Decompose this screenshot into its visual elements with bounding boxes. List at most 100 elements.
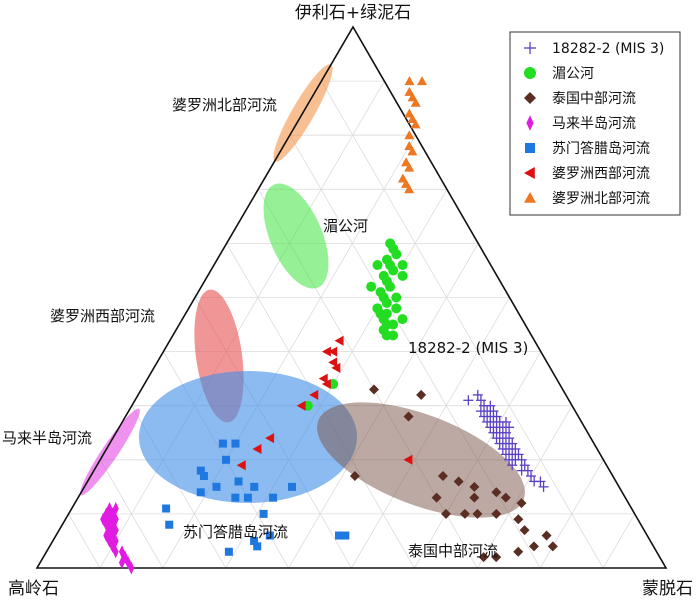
point-thai-16: [513, 514, 524, 525]
point-mis-42: [482, 416, 493, 427]
point-thai-15: [491, 508, 502, 519]
point-sumatra-20: [162, 504, 171, 513]
point-wborneo-11: [236, 460, 246, 471]
point-mis-0: [463, 395, 474, 406]
point-mis-1: [475, 395, 486, 406]
point-wborneo-12: [403, 454, 413, 465]
point-mekong-5: [388, 265, 399, 276]
annotation-mekong: 湄公河: [323, 217, 368, 235]
point-thai-1: [416, 389, 427, 400]
point-mekong-21: [372, 260, 383, 271]
series-thai: [349, 384, 558, 563]
point-thai-18: [541, 530, 552, 541]
series-sumatra: [162, 439, 350, 556]
legend-label-wborneo: 婆罗洲西部河流: [552, 166, 650, 182]
point-mis-34: [507, 460, 518, 471]
annotation-thai: 泰国中部河流: [408, 542, 498, 560]
point-wborneo-1: [321, 346, 331, 357]
point-mekong-11: [381, 297, 392, 308]
point-mis-21: [504, 433, 515, 444]
point-thai-8: [469, 492, 480, 503]
point-wborneo-6: [321, 379, 331, 390]
legend-marker-mekong: [524, 67, 536, 79]
annotation-malay: 马来半岛河流: [2, 429, 92, 447]
point-sumatra-12: [231, 493, 240, 502]
grid-line-right-9: [602, 513, 636, 569]
point-sumatra-4: [196, 466, 205, 475]
vertex-label-left: 高岭石: [8, 579, 59, 599]
point-mis-4: [485, 400, 496, 411]
point-wborneo-2: [328, 346, 338, 357]
point-thai-12: [441, 508, 451, 519]
point-thai-0: [369, 384, 380, 395]
series-wborneo: [236, 335, 413, 471]
legend-markers: [524, 42, 536, 203]
point-nborneo-1: [417, 76, 428, 86]
point-thai-7: [431, 492, 442, 503]
point-mis-44: [504, 422, 515, 433]
point-mekong-2: [391, 249, 402, 260]
grid-line-left-8: [99, 459, 164, 569]
data-points: [100, 76, 558, 575]
point-mekong-23: [397, 270, 408, 281]
point-thai-4: [437, 471, 448, 482]
point-sumatra-11: [259, 509, 268, 518]
legend-label-mis: 18282-2 (MIS 3): [552, 41, 664, 57]
annotation-nborneo: 婆罗洲北部河流: [172, 96, 277, 114]
ellipse-mekong: [263, 183, 329, 289]
point-thai-13: [459, 508, 470, 519]
point-mis-27: [510, 443, 521, 454]
point-mis-33: [516, 454, 527, 465]
point-mekong-20: [388, 330, 399, 341]
ellipse-malay: [80, 408, 140, 496]
legend-label-mekong: 湄公河: [552, 66, 594, 82]
point-mis-40: [535, 476, 546, 487]
point-thai-10: [500, 492, 511, 503]
point-mekong-8: [385, 281, 396, 292]
legend-marker-thai: [524, 92, 536, 104]
point-mekong-24: [366, 281, 377, 292]
point-mis-9: [479, 411, 490, 422]
legend-label-nborneo: 婆罗洲北部河流: [552, 191, 650, 207]
annotation-mis: 18282-2 (MIS 3): [408, 339, 528, 357]
point-mis-43: [501, 416, 512, 427]
point-sumatra-3: [199, 472, 208, 481]
point-nborneo-0: [404, 76, 415, 86]
point-thai-17: [519, 525, 530, 536]
point-mekong-25: [391, 292, 402, 303]
point-thai-11: [516, 498, 527, 509]
point-sumatra-5: [212, 482, 221, 491]
point-nborneo-7: [410, 119, 421, 129]
point-sumatra-10: [287, 482, 296, 491]
legend: 18282-2 (MIS 3) 湄公河 泰国中部河流 马来半岛河流 苏门答腊岛河…: [509, 31, 681, 216]
grid-line-right-1: [99, 80, 385, 569]
point-mis-24: [507, 438, 518, 449]
point-mis-3: [472, 389, 483, 400]
point-mis-38: [526, 471, 537, 482]
grid-line-right-7: [476, 405, 573, 569]
point-wborneo-7: [309, 389, 319, 400]
point-thai-9: [491, 487, 502, 498]
point-thai-6: [469, 481, 480, 492]
point-wborneo-10: [252, 443, 262, 454]
point-nborneo-15: [404, 184, 415, 194]
point-thai-14: [472, 508, 483, 519]
point-sumatra-19: [341, 531, 350, 540]
point-mis-30: [513, 449, 524, 460]
point-sumatra-14: [250, 536, 259, 545]
point-malay-21: [128, 561, 135, 575]
point-wborneo-5: [318, 373, 328, 384]
point-thai-19: [547, 541, 558, 552]
series-mekong: [302, 238, 408, 411]
point-wborneo-9: [265, 433, 275, 444]
point-thai-3: [349, 471, 360, 482]
point-nborneo-10: [407, 146, 418, 156]
series-mis: [463, 389, 549, 492]
point-mis-35: [519, 460, 530, 471]
point-sumatra-16: [224, 547, 233, 556]
point-wborneo-0: [334, 335, 344, 346]
point-malay-16: [112, 545, 119, 559]
point-wborneo-3: [328, 357, 338, 368]
point-nborneo-4: [410, 97, 421, 107]
